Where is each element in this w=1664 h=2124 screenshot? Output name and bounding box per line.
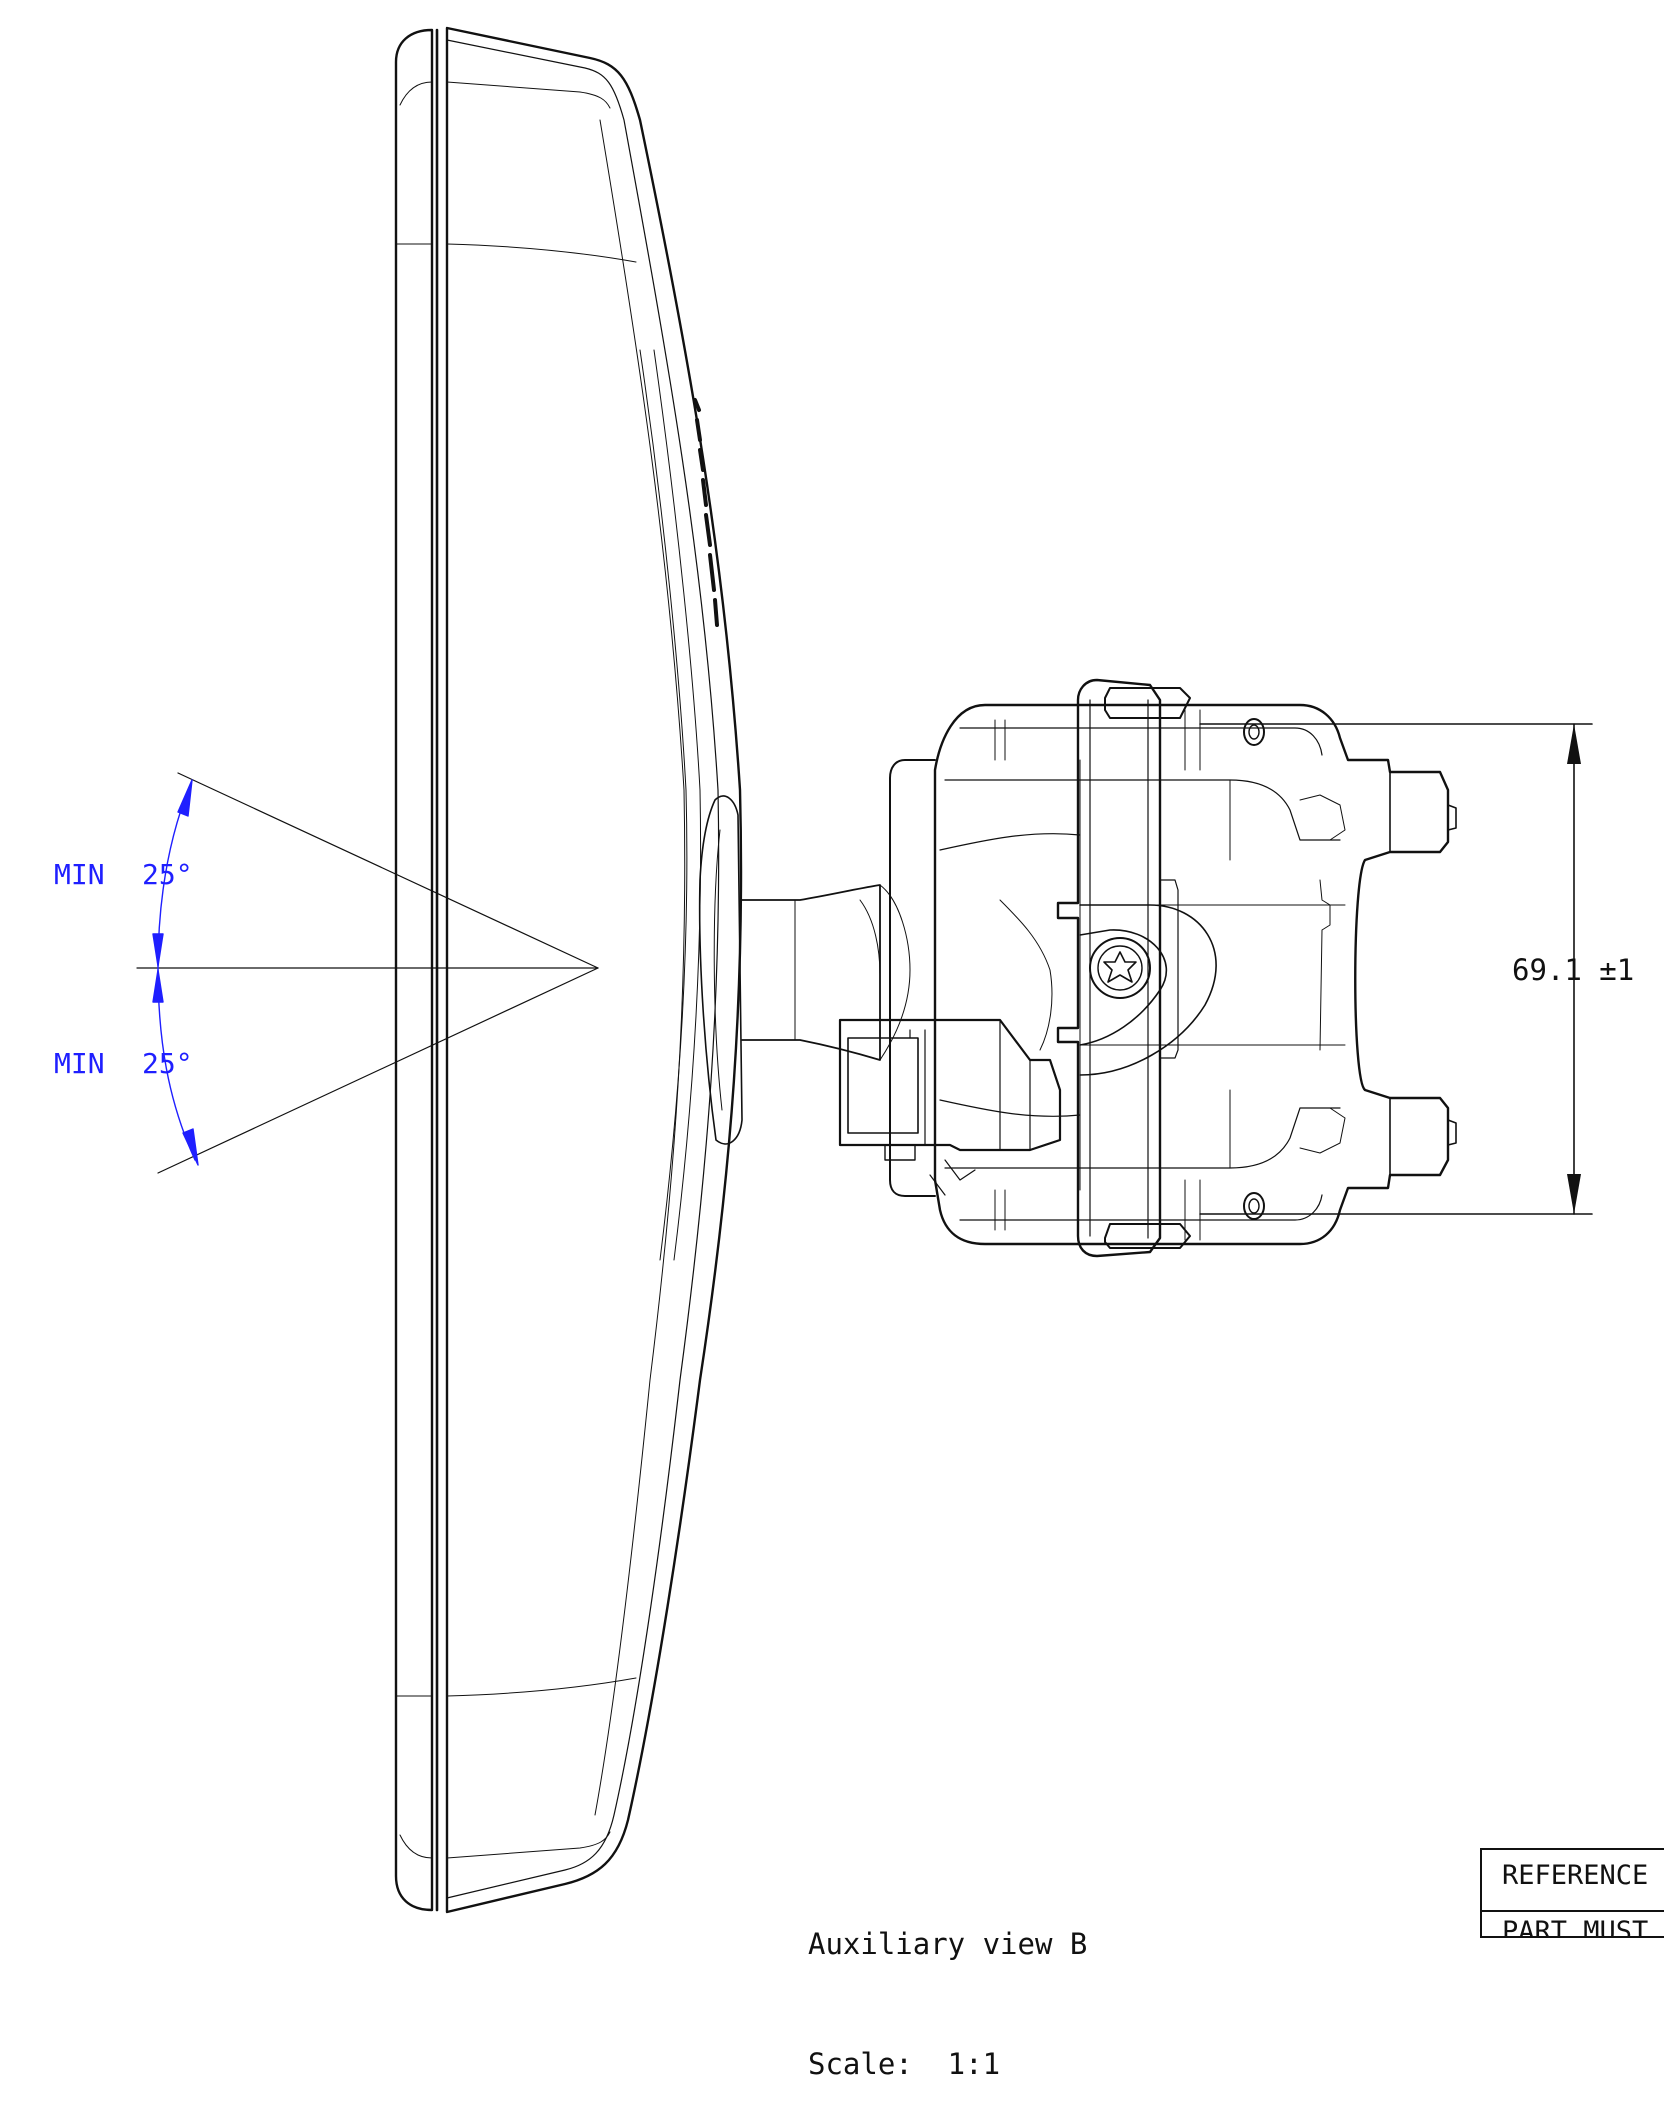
reference-box: REFERENCE PART MUST [1480, 1848, 1664, 1938]
angle-lower-label: MIN [54, 1047, 105, 1080]
mount-bracket [859, 703, 1457, 1246]
bracket-body [933, 703, 1450, 1246]
view-note-scale: Scale: 1:1 [808, 2047, 1001, 2081]
torx-screw [1089, 937, 1151, 999]
view-note-title: Auxiliary view B [808, 1927, 1088, 1961]
mount-boss [698, 795, 743, 1145]
strap-clip-top [1104, 687, 1191, 719]
connector-housing [838, 1018, 1062, 1152]
reference-box-row2: PART MUST [1502, 1916, 1649, 1938]
strap-body [1056, 678, 1162, 1258]
mirror-glass-edge [394, 28, 434, 1912]
angle-lower-value: 25° [142, 1047, 193, 1080]
bracket-left-block [889, 759, 936, 1197]
mounting-hole-bottom [1243, 1192, 1265, 1220]
electrical-connector [838, 1018, 1062, 1196]
angle-dimension-upper [152, 779, 193, 969]
angle-construction-lines [136, 772, 599, 1174]
auxiliary-view-b-drawing: 69.1 ±1 MIN 25° MIN 25° [54, 26, 1634, 1914]
connector-socket [847, 1037, 919, 1134]
reference-box-divider [1482, 1910, 1664, 1912]
angle-upper-label: MIN [54, 858, 105, 891]
embossed-logo [693, 398, 719, 627]
clamp-strap [1056, 678, 1191, 1258]
mounting-hole-top [1243, 718, 1265, 746]
mount-arm [741, 884, 881, 1061]
housing-shell-contour [445, 26, 743, 1914]
housing-inner-contour [446, 39, 720, 1899]
mirror-housing [394, 26, 743, 1914]
arm-stem [741, 884, 881, 1061]
reference-box-row1: REFERENCE [1502, 1860, 1649, 1891]
angle-upper-value: 25° [142, 858, 193, 891]
angle-dimension-lower [152, 967, 199, 1166]
view-note: Auxiliary view B Scale: 1:1 [808, 1844, 1087, 2124]
height-dimension-text: 69.1 ±1 [1512, 953, 1634, 987]
height-dimension [1199, 723, 1593, 1215]
strap-clip-bottom [1104, 1223, 1191, 1249]
